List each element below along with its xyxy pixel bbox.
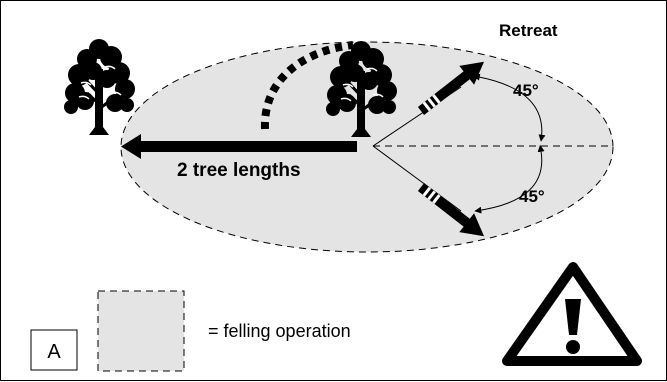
- angle-arc-upper: [472, 73, 546, 142]
- warning-icon: [502, 262, 642, 366]
- tree-icon: [62, 37, 137, 137]
- angle-arc-lower: [474, 144, 545, 214]
- retreat-arrow-lower: [417, 183, 485, 237]
- legend-swatch: [97, 290, 185, 372]
- legend-text: = felling operation: [208, 321, 351, 341]
- distance-arrow: [121, 134, 357, 159]
- retreat-line-lower: [372, 145, 462, 212]
- retreat-arrow-upper: [417, 61, 485, 115]
- angle-label-upper: 45°: [513, 81, 539, 100]
- distance-label: 2 tree lengths: [177, 160, 301, 181]
- legend-box-label: A: [47, 341, 61, 363]
- legend-box-a: [30, 329, 78, 371]
- angle-label-lower: 45°: [519, 187, 545, 206]
- felling-arc: [260, 41, 354, 130]
- retreat-label: Retreat: [499, 21, 558, 40]
